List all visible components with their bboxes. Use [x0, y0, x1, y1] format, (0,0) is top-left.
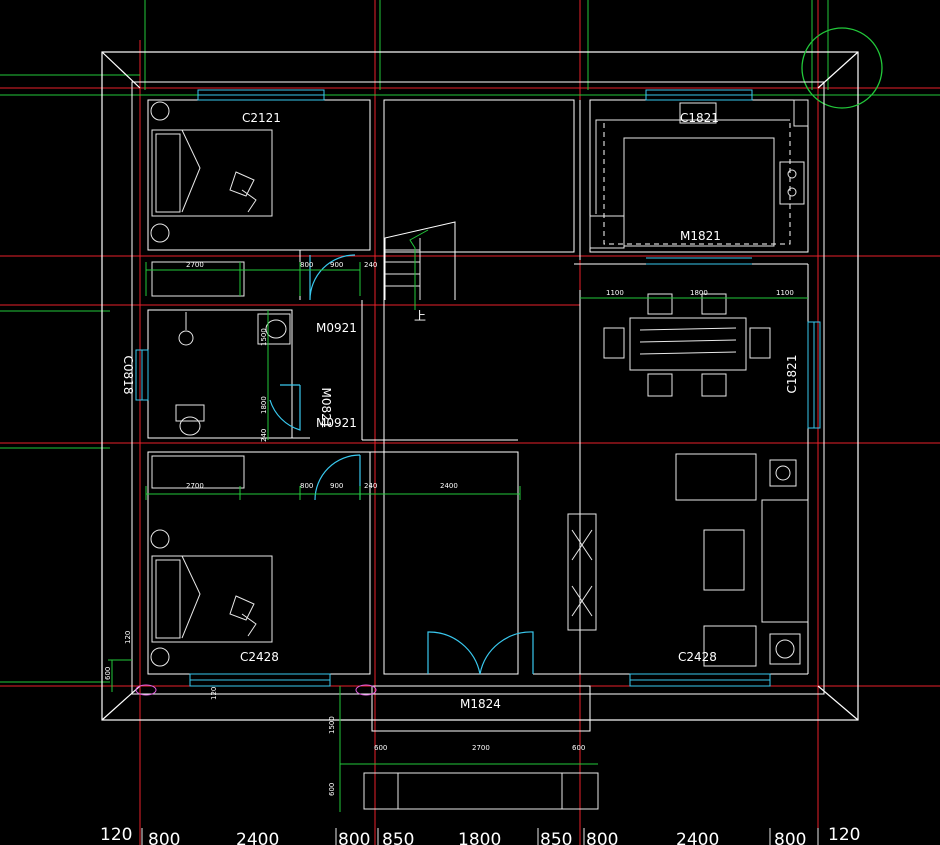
furniture: [135, 99, 809, 810]
dim-wardrobe-bottom-a: 800: [300, 482, 313, 490]
dim-bath-vertical-b: 1800: [260, 396, 268, 414]
dim-bath-vertical-a: 1500: [260, 328, 268, 346]
axis-dim-11: 120: [828, 825, 860, 845]
dim-porch-right: 600: [572, 744, 585, 752]
dim-wardrobe-top-a: 800: [300, 261, 313, 269]
axis-dim-5: 850: [382, 830, 414, 845]
axis-dim-2: 800: [148, 830, 180, 845]
dim-dining-left: 1100: [606, 289, 624, 297]
label-door-kitchen: M1821: [680, 229, 721, 243]
label-window-bedroom-bottom: C2428: [240, 650, 279, 664]
label-window-bedroom-top: C2121: [242, 111, 281, 125]
label-window-dining-right: C1821: [785, 355, 799, 394]
axis-dim-3: 2400: [236, 830, 279, 845]
dimension-texts: 2700 800 900 240 2700 800 900 240 2400 1…: [104, 261, 794, 796]
doors: [269, 254, 534, 675]
dim-corner-mid: 600: [104, 667, 112, 680]
dim-wardrobe-top-b: 900: [330, 261, 343, 269]
windows: [135, 89, 821, 687]
walls: [131, 81, 825, 732]
labels: C2121 C0818 M0921 M0921 M0821 上 C1821 M1…: [121, 111, 799, 711]
bottom-axis-dimensions: 120 800 2400 800 850 1800 850 800 2400 8…: [100, 825, 860, 845]
dim-porch-left: 600: [374, 744, 387, 752]
dim-porch-step: 600: [328, 783, 336, 796]
dim-wardrobe-bottom-b: 900: [330, 482, 343, 490]
label-door-bath-bottom: M0921: [316, 416, 357, 430]
axis-dim-4: 800: [338, 830, 370, 845]
label-door-bath-top: M0921: [316, 321, 357, 335]
label-window-kitchen: C1821: [680, 111, 719, 125]
dim-corner-bottom: 120: [210, 687, 218, 700]
roof-eave-outline: [101, 27, 883, 721]
dim-wardrobe-top-c: 240: [364, 261, 377, 269]
dim-wardrobe-top-width: 2700: [186, 261, 204, 269]
dim-bath-vertical-c: 240: [260, 429, 268, 442]
dim-porch-depth: 1500: [328, 716, 336, 734]
dim-porch-mid: 2700: [472, 744, 490, 752]
axis-dim-7: 850: [540, 830, 572, 845]
label-door-bath-vertical: M0821: [319, 388, 333, 429]
axis-dim-10: 800: [774, 830, 806, 845]
axis-dim-8: 800: [586, 830, 618, 845]
label-stair-up: 上: [414, 309, 426, 323]
dim-dining-mid: 1800: [690, 289, 708, 297]
dim-wardrobe-bottom-c: 240: [364, 482, 377, 490]
axis-dim-1: 120: [100, 825, 132, 845]
label-window-left-wall: C0818: [121, 356, 135, 395]
dim-wardrobe-bottom-width: 2700: [186, 482, 204, 490]
label-door-entrance: M1824: [460, 697, 501, 711]
label-window-living: C2428: [678, 650, 717, 664]
dim-wardrobe-bottom-d: 2400: [440, 482, 458, 490]
axis-dim-9: 2400: [676, 830, 719, 845]
axis-dim-6: 1800: [458, 830, 501, 845]
dimension-lines: [108, 262, 808, 812]
dim-corner-top: 120: [124, 631, 132, 644]
dim-dining-right: 1100: [776, 289, 794, 297]
stair: [384, 221, 456, 310]
